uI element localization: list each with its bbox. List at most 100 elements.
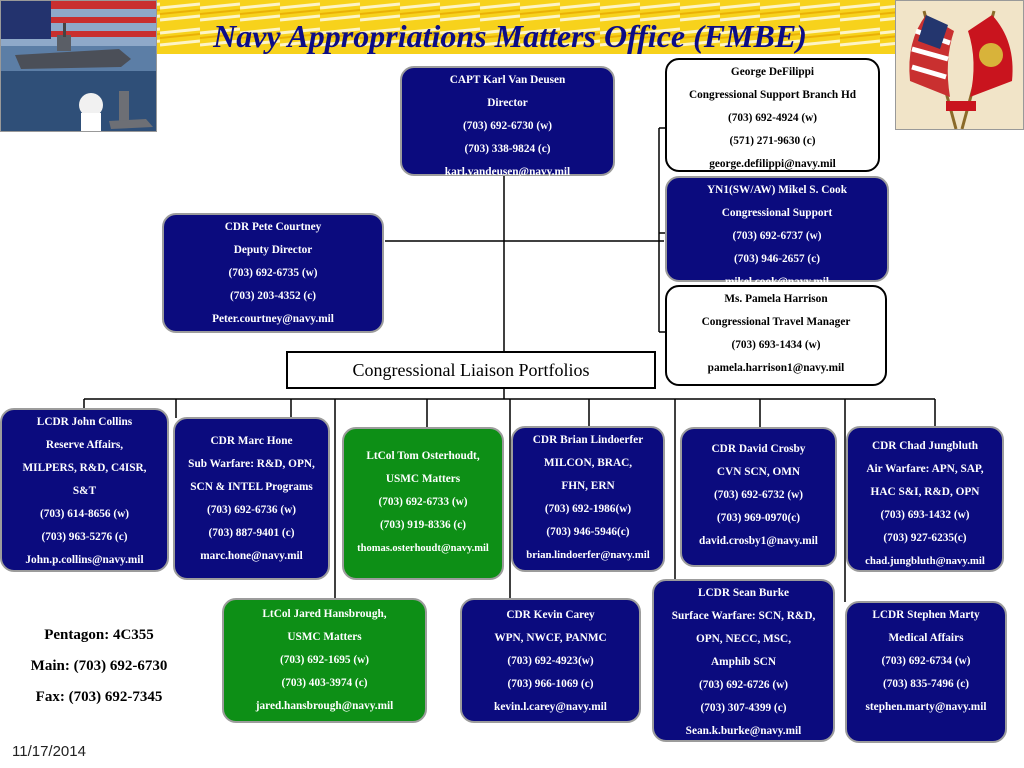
card-phone-work: (703) 693-1432 (w) bbox=[880, 509, 970, 521]
card-portfolio: Air Warfare: APN, SAP, bbox=[866, 463, 984, 475]
card-phone-cell: (703) 963-5276 (c) bbox=[41, 531, 128, 543]
card-name: LCDR John Collins bbox=[36, 416, 133, 428]
office-main-phone: Main: (703) 692-6730 bbox=[30, 658, 168, 674]
liaison-card-osterhoudt: LtCol Tom Osterhoudt, USMC Matters (703)… bbox=[342, 427, 504, 580]
card-phone-cell: (703) 403-3974 (c) bbox=[281, 677, 368, 689]
card-role: Congressional Travel Manager bbox=[701, 316, 851, 328]
office-fax: Fax: (703) 692-7345 bbox=[35, 689, 163, 705]
card-phone-work: (703) 692-6735 (w) bbox=[228, 267, 318, 279]
card-phone-work: (703) 692-6734 (w) bbox=[881, 655, 971, 667]
card-email: kevin.l.carey@navy.mil bbox=[494, 701, 607, 713]
card-phone-work: (703) 692-6730 (w) bbox=[462, 120, 553, 132]
liaison-card-collins: LCDR John Collins Reserve Affairs, MILPE… bbox=[0, 408, 169, 572]
card-email: brian.lindoerfer@navy.mil bbox=[526, 549, 650, 561]
card-phone-cell: (703) 203-4352 (c) bbox=[230, 290, 316, 302]
support-branch-head-card: George DeFilippi Congressional Support B… bbox=[665, 58, 880, 172]
card-email: John.p.collins@navy.mil bbox=[25, 554, 144, 566]
card-role: Deputy Director bbox=[233, 244, 313, 256]
card-phone-work: (703) 692-1986(w) bbox=[544, 503, 632, 515]
card-name: YN1(SW/AW) Mikel S. Cook bbox=[707, 184, 847, 196]
card-phone-work: (703) 693-1434 (w) bbox=[731, 339, 821, 351]
card-phone-work: (703) 692-1695 (w) bbox=[279, 654, 370, 666]
travel-manager-card: Ms. Pamela Harrison Congressional Travel… bbox=[665, 285, 887, 386]
page-title: Navy Appropriations Matters Office (FMBE… bbox=[213, 18, 807, 54]
card-portfolio: HAC S&I, R&D, OPN bbox=[870, 486, 980, 498]
card-phone-work: (703) 692-4923(w) bbox=[507, 655, 594, 667]
card-phone-cell: (703) 835-7496 (c) bbox=[883, 678, 969, 690]
card-portfolio: MILPERS, R&D, C4ISR, bbox=[22, 462, 147, 474]
director-card: CAPT Karl Van Deusen Director (703) 692-… bbox=[400, 66, 615, 178]
card-name: LCDR Stephen Marty bbox=[872, 609, 980, 621]
card-phone-work: (703) 614-8656 (w) bbox=[39, 508, 130, 520]
card-portfolio: OPN, NECC, MSC, bbox=[695, 633, 792, 645]
card-name: LtCol Jared Hansbrough, bbox=[262, 608, 387, 620]
card-portfolio: SCN & INTEL Programs bbox=[190, 481, 313, 493]
liaison-card-carey: CDR Kevin Carey WPN, NWCF, PANMC (703) 6… bbox=[460, 598, 641, 723]
card-phone-cell: (703) 927-6235(c) bbox=[883, 532, 967, 544]
liaison-card-jungbluth: CDR Chad Jungbluth Air Warfare: APN, SAP… bbox=[846, 426, 1004, 572]
card-email: chad.jungbluth@navy.mil bbox=[865, 555, 985, 567]
card-phone-cell: (703) 307-4399 (c) bbox=[700, 702, 787, 714]
card-portfolio: Sub Warfare: R&D, OPN, bbox=[188, 458, 315, 470]
card-name: CDR Kevin Carey bbox=[506, 609, 595, 621]
card-phone-cell: (703) 969-0970(c) bbox=[716, 512, 801, 524]
congressional-support-card: YN1(SW/AW) Mikel S. Cook Congressional S… bbox=[665, 176, 889, 288]
card-email: george.defilippi@navy.mil bbox=[709, 158, 836, 170]
card-portfolio: FHN, ERN bbox=[561, 480, 615, 492]
office-location: Pentagon: 4C355 bbox=[44, 627, 154, 643]
footer-date: 11/17/2014 bbox=[12, 743, 86, 760]
card-phone-work: (703) 692-6733 (w) bbox=[378, 496, 468, 508]
card-name: CDR Brian Lindoerfer bbox=[532, 434, 644, 446]
office-contact-info: Pentagon: 4C355 Main: (703) 692-6730 Fax… bbox=[4, 620, 194, 713]
card-role: Congressional Support bbox=[721, 207, 833, 219]
card-name: CDR David Crosby bbox=[711, 443, 806, 455]
card-email: david.crosby1@navy.mil bbox=[699, 535, 818, 547]
card-email: Sean.k.burke@navy.mil bbox=[685, 725, 802, 737]
card-email: marc.hone@navy.mil bbox=[200, 550, 303, 562]
card-phone-work: (703) 692-4924 (w) bbox=[727, 112, 818, 124]
card-phone-work: (703) 692-6726 (w) bbox=[698, 679, 789, 691]
card-phone-work: (703) 692-6737 (w) bbox=[732, 230, 822, 242]
card-email: pamela.harrison1@navy.mil bbox=[707, 362, 845, 374]
card-phone-work: (703) 692-6736 (w) bbox=[206, 504, 297, 516]
card-email: jared.hansbrough@navy.mil bbox=[255, 700, 394, 712]
liaison-portfolios-header: Congressional Liaison Portfolios bbox=[286, 351, 656, 389]
card-portfolio: WPN, NWCF, PANMC bbox=[494, 632, 607, 644]
card-portfolio: S&T bbox=[72, 485, 97, 497]
card-phone-cell: (571) 271-9630 (c) bbox=[729, 135, 816, 147]
liaison-card-burke: LCDR Sean Burke Surface Warfare: SCN, R&… bbox=[652, 579, 835, 742]
card-portfolio: Medical Affairs bbox=[888, 632, 964, 644]
card-phone-cell: (703) 966-1069 (c) bbox=[507, 678, 594, 690]
crossed-flags-image bbox=[895, 0, 1024, 130]
card-name: CDR Chad Jungbluth bbox=[871, 440, 979, 452]
card-portfolio: USMC Matters bbox=[385, 473, 461, 485]
card-portfolio: Reserve Affairs, bbox=[45, 439, 124, 451]
card-name: LCDR Sean Burke bbox=[697, 587, 789, 599]
liaison-card-hone: CDR Marc Hone Sub Warfare: R&D, OPN, SCN… bbox=[173, 417, 330, 580]
card-phone-cell: (703) 887-9401 (c) bbox=[208, 527, 295, 539]
card-role: Congressional Support Branch Hd bbox=[688, 89, 857, 101]
card-name: CDR Marc Hone bbox=[210, 435, 293, 447]
card-portfolio: Amphib SCN bbox=[711, 656, 776, 668]
card-phone-cell: (703) 946-5946(c) bbox=[546, 526, 630, 538]
card-portfolio: Surface Warfare: SCN, R&D, bbox=[671, 610, 816, 622]
card-email: Peter.courtney@navy.mil bbox=[212, 313, 334, 325]
card-email: stephen.marty@navy.mil bbox=[865, 701, 987, 713]
liaison-card-hansbrough: LtCol Jared Hansbrough, USMC Matters (70… bbox=[222, 598, 427, 723]
card-phone-cell: (703) 946-2657 (c) bbox=[734, 253, 820, 265]
card-name: CDR Pete Courtney bbox=[224, 221, 322, 233]
card-portfolio: CVN SCN, OMN bbox=[716, 466, 801, 478]
card-name: Ms. Pamela Harrison bbox=[724, 293, 828, 305]
liaison-card-lindoerfer: CDR Brian Lindoerfer MILCON, BRAC, FHN, … bbox=[511, 426, 665, 572]
card-portfolio: USMC Matters bbox=[287, 631, 362, 643]
navy-ship-image bbox=[0, 0, 157, 132]
card-name: LtCol Tom Osterhoudt, bbox=[366, 450, 480, 462]
card-email: thomas.osterhoudt@navy.mil bbox=[357, 543, 489, 554]
liaison-card-crosby: CDR David Crosby CVN SCN, OMN (703) 692-… bbox=[680, 427, 837, 567]
card-name: George DeFilippi bbox=[730, 66, 815, 78]
card-phone-work: (703) 692-6732 (w) bbox=[713, 489, 804, 501]
card-phone-cell: (703) 338-9824 (c) bbox=[464, 143, 551, 155]
card-phone-cell: (703) 919-8336 (c) bbox=[380, 519, 466, 531]
card-portfolio: MILCON, BRAC, bbox=[543, 457, 633, 469]
